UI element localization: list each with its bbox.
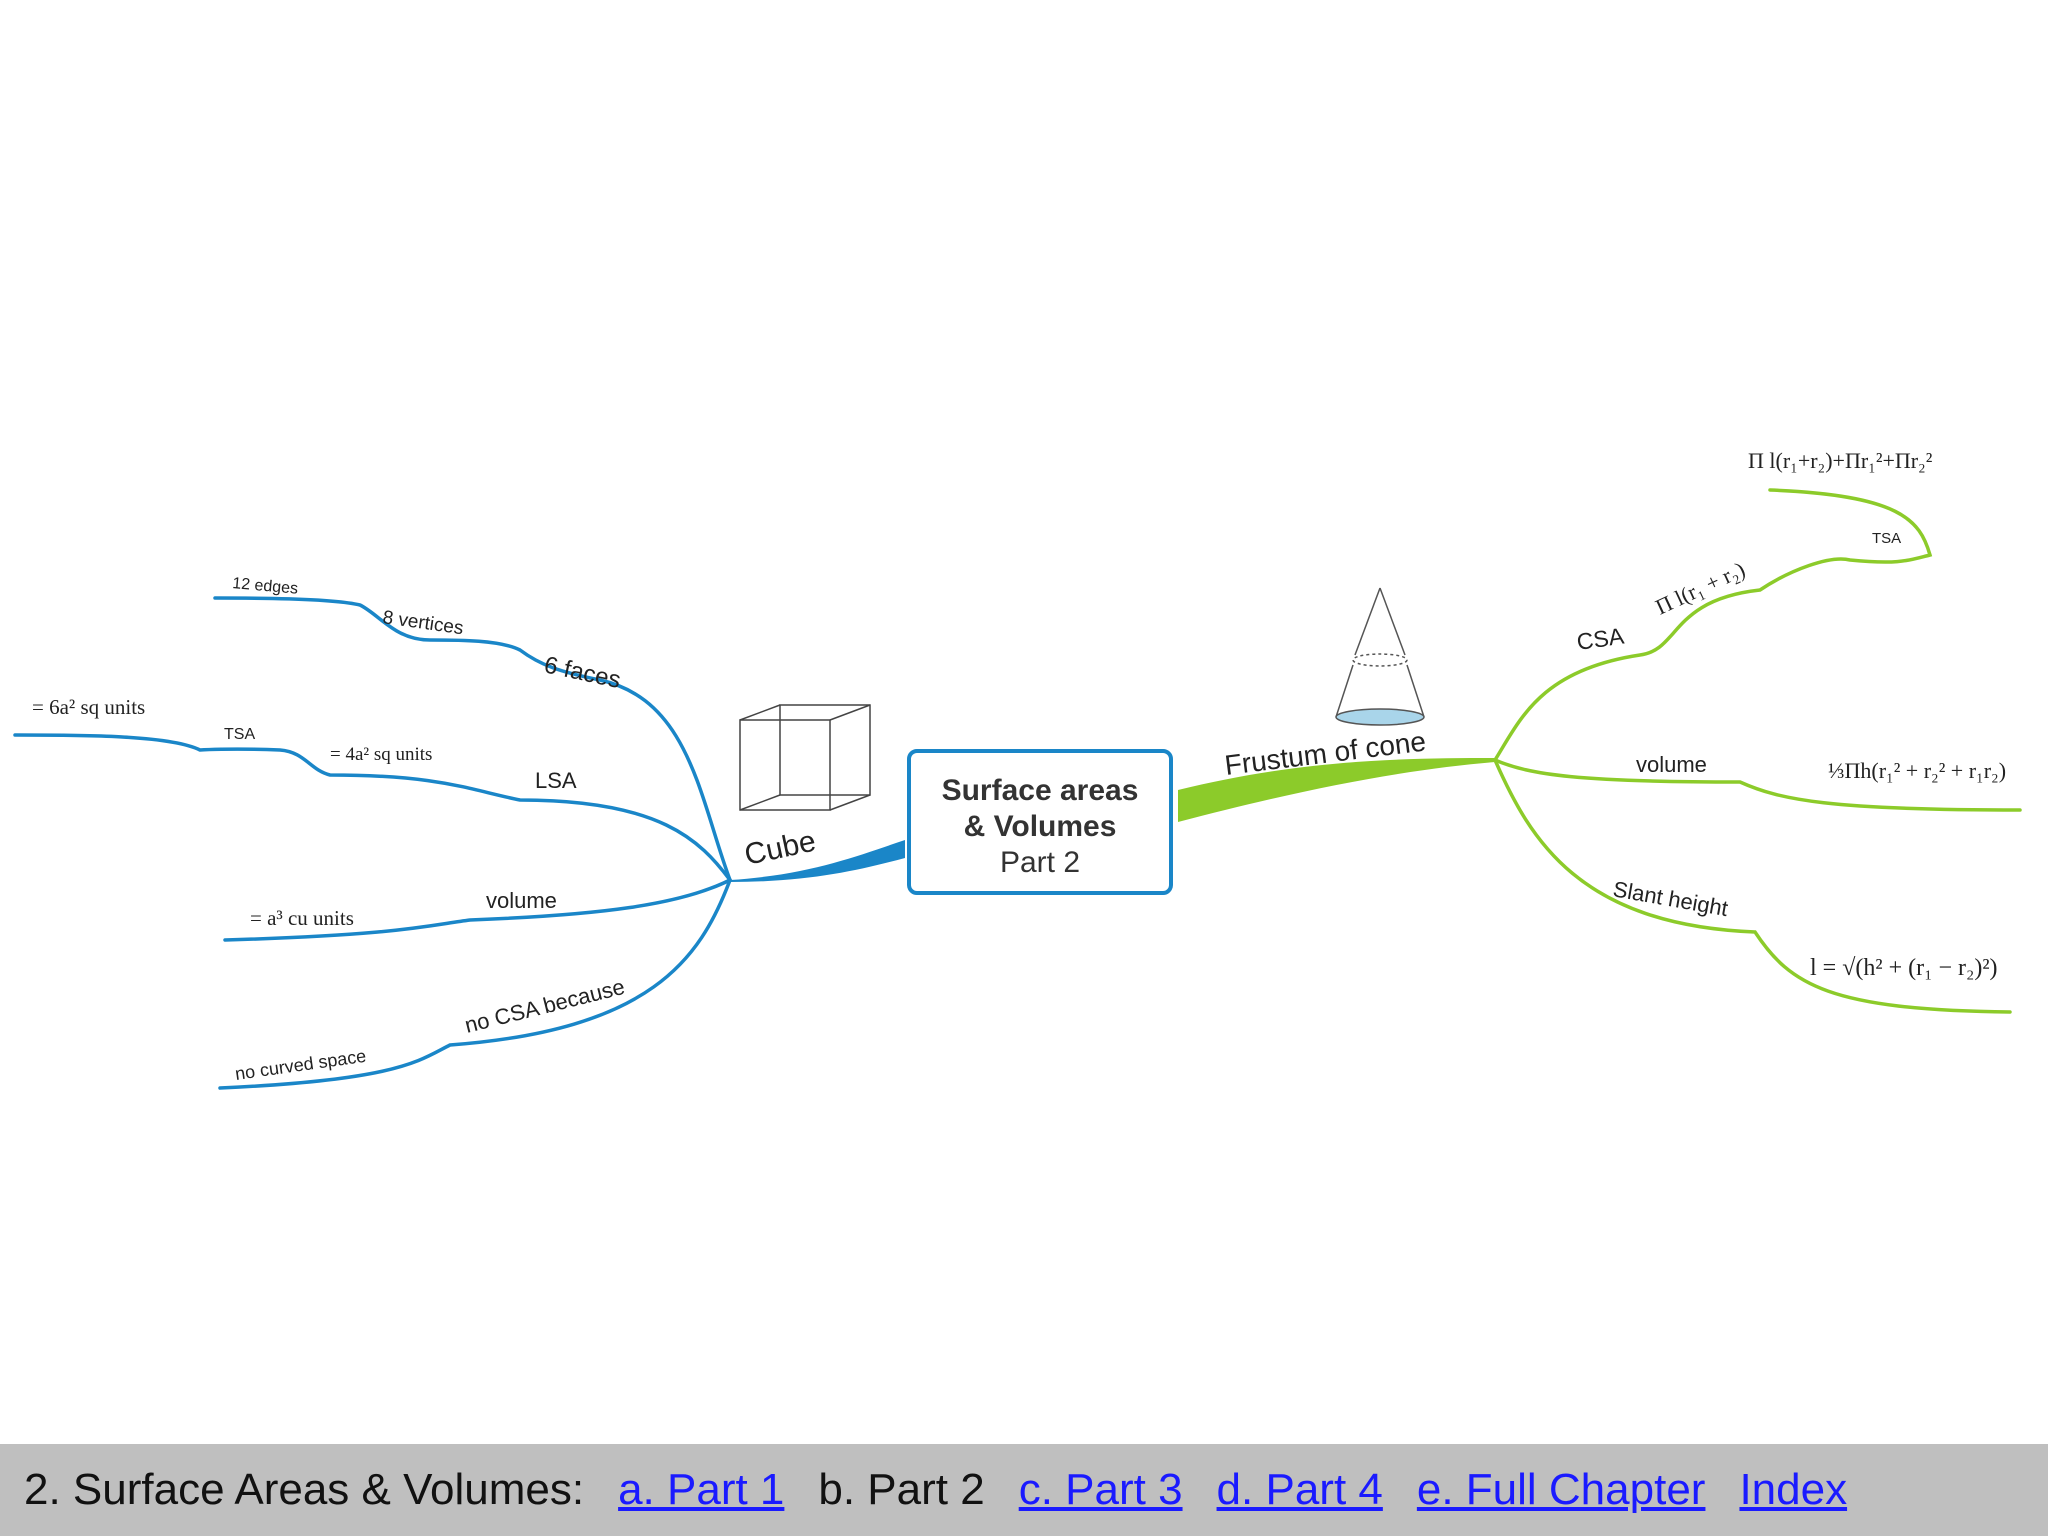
cube-trunk [730,840,905,882]
current-part-2: b. Part 2 [818,1465,985,1514]
lsa-label: LSA [535,768,577,793]
slant-formula: l = √(h² + (r₁ − r₂)²) [1810,955,1998,981]
volume-frustum-formula: ⅓Πh(r₁² + r₂² + r₁r₂) [1828,758,2006,783]
link-part-4[interactable]: d. Part 4 [1216,1465,1383,1514]
branch-slant [1493,758,2012,1014]
branch-no-csa [218,878,732,1090]
twelve-edges-label: 12 edges [232,575,299,598]
frustum-trunk [1178,758,1495,822]
cube-label: Cube [742,825,819,872]
tsa-cube-formula: = 6a² sq units [32,695,145,719]
link-index[interactable]: Index [1739,1465,1848,1514]
branch-csa [1493,488,1933,762]
footer-nav: 2. Surface Areas & Volumes: a. Part 1 b.… [0,1444,2048,1536]
branch-volume [223,878,732,942]
volume-frustum-label: volume [1636,752,1707,777]
center-line-2: & Volumes [963,810,1117,843]
link-full-chapter[interactable]: e. Full Chapter [1416,1465,1706,1514]
eight-vertices-label: 8 vertices [381,607,464,639]
link-part-3[interactable]: c. Part 3 [1018,1465,1183,1514]
lsa-formula: = 4a² sq units [330,744,432,765]
csa-label: CSA [1575,623,1626,655]
center-line-1: Surface areas [941,774,1139,807]
frustum-icon [1335,587,1425,726]
volume-cube-label: volume [486,888,557,913]
slant-label: Slant height [1611,876,1730,921]
six-faces-label: 6 faces [542,651,623,694]
branch-volume-frustum [1493,758,2022,812]
center-node: Surface areas & Volumes Part 2 [907,749,1173,895]
mind-map: Cube 6 faces 8 vertices 12 edges LSA = 4… [13,448,2022,1090]
branch-lsa [13,733,732,882]
mind-map-svg: Cube 6 faces 8 vertices 12 edges LSA = 4… [13,448,2022,1090]
footer-title: 2. Surface Areas & Volumes: [24,1465,585,1514]
tsa-frustum-formula: Π l(r₁+r₂)+Πr₁²+Πr₂² [1748,448,1933,473]
volume-cube-formula: = a³ cu units [250,906,354,930]
tsa-frustum-label: TSA [1872,530,1901,547]
no-csa-label: no CSA because [462,974,627,1038]
tsa-cube-label: TSA [224,726,255,743]
center-line-3: Part 2 [999,846,1081,879]
cube-icon [739,704,871,811]
branch-6-faces [213,596,732,882]
link-part-1[interactable]: a. Part 1 [618,1465,785,1514]
